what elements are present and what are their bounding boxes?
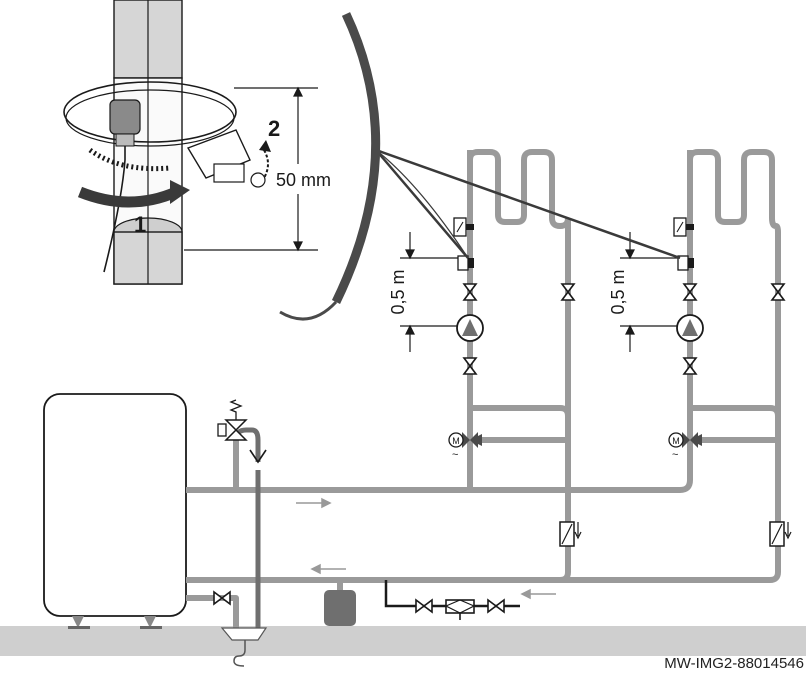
check-valve-icon bbox=[559, 521, 792, 547]
flow-arrows bbox=[296, 497, 556, 600]
floor bbox=[0, 626, 806, 656]
svg-text:~: ~ bbox=[452, 449, 458, 461]
height-label-left: 0,5 m bbox=[388, 269, 408, 314]
temperature-sensor-icon bbox=[453, 217, 694, 271]
air-vent-icon bbox=[249, 449, 267, 464]
expansion-vessel-icon bbox=[324, 580, 356, 626]
drain-icon bbox=[220, 627, 268, 667]
figure-reference: MW-IMG2-88014546 bbox=[664, 655, 804, 672]
clamp-ring bbox=[63, 81, 237, 172]
detail-callout bbox=[279, 12, 681, 321]
buckle bbox=[186, 129, 266, 188]
pipework bbox=[186, 150, 781, 628]
pump-icon bbox=[456, 314, 704, 342]
distance-dimension bbox=[184, 86, 318, 252]
svg-text:M: M bbox=[672, 436, 680, 446]
safety-valve-icon bbox=[217, 399, 248, 441]
motor-valve-icon: M ~ M ~ bbox=[448, 432, 702, 461]
svg-text:M: M bbox=[452, 436, 460, 446]
height-dimension-left bbox=[400, 232, 458, 352]
boiler bbox=[43, 393, 187, 617]
height-label-right: 0,5 m bbox=[608, 269, 628, 314]
step-1-label: 1 bbox=[134, 212, 146, 237]
height-dimension-right bbox=[620, 232, 678, 352]
boiler-feet bbox=[68, 616, 162, 629]
filter-icon bbox=[444, 599, 476, 620]
arrow-icon bbox=[77, 180, 190, 208]
step-2-label: 2 bbox=[268, 116, 280, 141]
underfloor-coil-2 bbox=[687, 149, 781, 300]
svg-text:~: ~ bbox=[672, 449, 678, 461]
underfloor-coil-1 bbox=[467, 149, 571, 300]
arrow-icon bbox=[259, 140, 271, 179]
distance-label: 50 mm bbox=[276, 170, 331, 190]
